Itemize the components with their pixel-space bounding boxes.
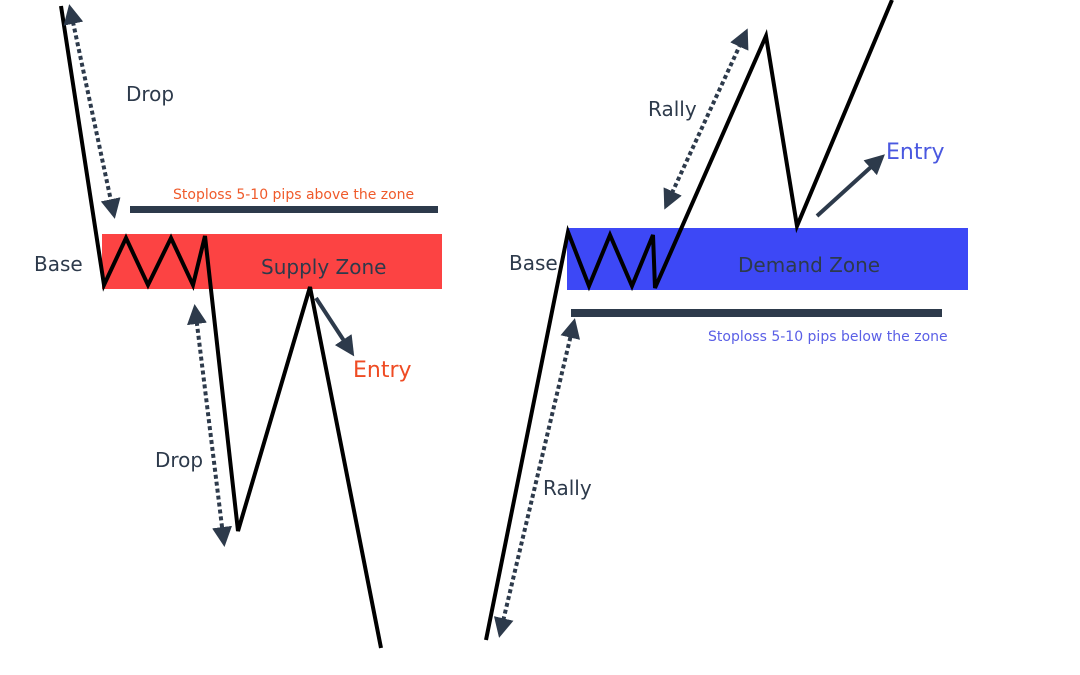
demand-stoploss-label: Stoploss 5-10 pips below the zone <box>708 329 948 345</box>
demand-entry-label: Entry <box>886 140 945 165</box>
supply-stoploss-label: Stoploss 5-10 pips above the zone <box>173 187 414 203</box>
supply-drop-bottom-arrow <box>187 304 232 547</box>
supply-drop-top-arrow <box>63 4 121 219</box>
supply-section: Drop Base Supply Zone Stoploss 5-10 pips… <box>34 4 442 649</box>
demand-base-label: Base <box>509 251 558 275</box>
supply-base-label: Base <box>34 252 83 276</box>
supply-drop-top-label: Drop <box>126 82 174 106</box>
demand-rally-top-label: Rally <box>648 97 697 121</box>
supply-price-line <box>59 5 383 649</box>
demand-rally-bottom-arrow <box>493 318 581 638</box>
demand-section: Rally Entry Base Demand Zone Stoploss 5-… <box>484 0 968 641</box>
demand-zone-label: Demand Zone <box>738 253 880 277</box>
demand-price-line <box>484 0 894 641</box>
supply-entry-label: Entry <box>353 358 412 383</box>
demand-rally-top-arrow <box>663 28 749 210</box>
supply-zone-label: Supply Zone <box>261 255 386 279</box>
demand-entry-arrow <box>815 154 885 218</box>
demand-rally-bottom-label: Rally <box>543 476 592 500</box>
supply-drop-bottom-label: Drop <box>155 448 203 472</box>
supply-stoploss-line <box>130 206 438 213</box>
supply-entry-arrow <box>314 296 355 357</box>
demand-stoploss-line <box>571 309 942 317</box>
